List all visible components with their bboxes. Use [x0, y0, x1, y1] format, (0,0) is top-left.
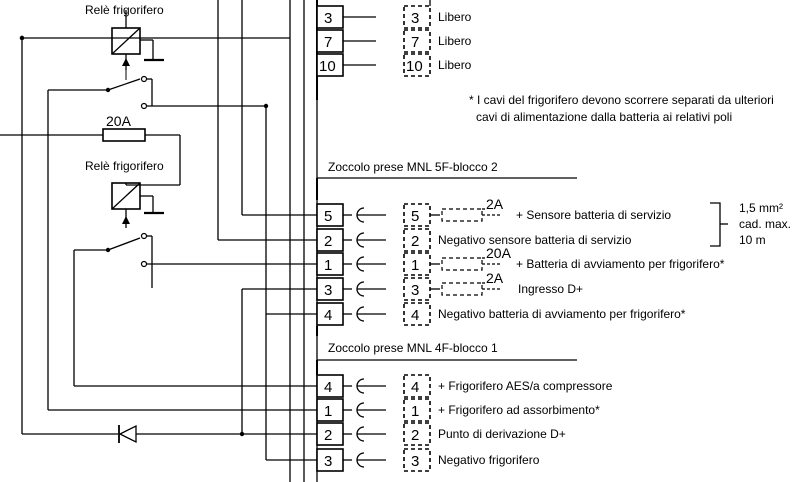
cable-spec-line-2: cad. max.	[739, 217, 791, 231]
terminal-pin: 5	[324, 208, 332, 225]
socket-box	[403, 302, 431, 326]
row-label: Ingresso D+	[518, 282, 583, 296]
socket-box	[403, 374, 431, 398]
cable-note: * I cavi del frigorifero devono scorrere…	[469, 93, 774, 124]
socket-box	[403, 448, 431, 472]
left-wiring-visible	[19, 0, 317, 461]
top-terminal-pin: 3	[324, 10, 332, 27]
socket-5f-title: Zoccolo prese MNL 5F-blocco 2	[328, 160, 498, 174]
terminal-pin: 3	[324, 282, 332, 299]
row-label: + Frigorifero ad assorbimento*	[438, 403, 600, 417]
top-relay: Relè frigorifero	[48, 3, 266, 110]
main-fuse: 20A	[0, 113, 181, 185]
top-terminal-pin: 7	[324, 34, 332, 51]
socket-pin: 5	[411, 208, 419, 225]
row-label: + Frigorifero AES/a compressore	[438, 379, 613, 393]
socket-box	[403, 228, 431, 252]
top-terminal-label: Libero	[438, 34, 472, 48]
fuse-icon	[441, 208, 483, 222]
socket_5f-row: 4 4 Negativo batteria di avviamento per fr…	[316, 302, 686, 326]
cable-spec: 1,5 mm² cad. max. 10 m	[710, 201, 791, 247]
top-relay-label: Relè frigorifero	[85, 3, 164, 17]
top-terminal-pin: 10	[319, 58, 336, 75]
bottom-relay-label: Relè frigorifero	[85, 159, 164, 173]
socket-pin: 1	[411, 403, 419, 420]
socket-4f-title: Zoccolo prese MNL 4F-blocco 1	[328, 341, 498, 355]
socket_4f-row: 3 3 Negativo frigorifero	[316, 448, 540, 472]
diode	[118, 424, 137, 444]
socket-pin: 4	[411, 307, 419, 324]
main-fuse-label: 20A	[106, 113, 132, 129]
socket-pin: 3	[411, 453, 419, 470]
fuse-icon	[441, 282, 483, 296]
top-terminal-label: Libero	[438, 10, 472, 24]
row-label: Negativo frigorifero	[438, 453, 540, 467]
row-label: Punto di derivazione D+	[438, 427, 566, 441]
fuse-icon	[441, 257, 483, 271]
socket_4f-row: 2 2 Punto di derivazione D+	[316, 422, 566, 446]
left-wiring	[19, 35, 25, 434]
row-label: + Batteria di avviamento per frigorifero…	[516, 257, 725, 271]
socket-pin: 2	[411, 427, 419, 444]
top-terminal-pin-right: 3	[411, 10, 419, 27]
row-label: Negativo sensore batteria di servizio	[438, 233, 632, 247]
socket_5f-row: 3 3 2A Ingresso D+	[316, 270, 583, 301]
socket_4f-row: 1 1 + Frigorifero ad assorbimento*	[316, 398, 600, 422]
socket-pin: 3	[411, 282, 419, 299]
socket-pin: 2	[411, 233, 419, 250]
terminal-pin: 2	[324, 233, 332, 250]
fuse-label: 2A	[486, 196, 504, 212]
bottom-relay: Relè frigorifero	[74, 159, 164, 288]
cable-spec-line-1: 1,5 mm²	[739, 201, 783, 215]
socket-4f-rows: 4 4 + Frigorifero AES/a compressore 1 1 + Fri…	[316, 374, 613, 472]
cable-spec-line-3: 10 m	[739, 233, 766, 247]
fuse-label: 2A	[486, 270, 504, 286]
terminal-pin: 1	[324, 403, 332, 420]
note-line-2: cavi di alimentazione dalla batteria ai …	[476, 110, 732, 124]
socket_5f-row: 5 5 2A + Sensore batteria di servizio	[316, 196, 671, 227]
top-terminal-block: 3 3 Libero 7 7 Libero 10 10 Libero	[316, 0, 472, 100]
socket_4f-row: 4 4 + Frigorifero AES/a compressore	[316, 374, 613, 398]
note-line-1: * I cavi del frigorifero devono scorrere…	[469, 93, 774, 107]
socket-pin: 4	[411, 379, 419, 396]
terminal-pin: 3	[324, 453, 332, 470]
socket-4f: Zoccolo prese MNL 4F-blocco 1	[316, 341, 577, 375]
socket_5f-row: 1 1 20A + Batteria di avviamento per frigor…	[316, 245, 725, 276]
socket-pin: 1	[411, 257, 419, 274]
terminal-pin: 2	[324, 427, 332, 444]
socket_5f-row: 2 2 Negativo sensore batteria di servizio	[316, 228, 632, 252]
socket-box	[403, 398, 431, 422]
terminal-pin: 4	[324, 379, 332, 396]
fuse-label: 20A	[486, 245, 512, 261]
row-label: Negativo batteria di avviamento per frig…	[438, 307, 686, 321]
socket-5f: Zoccolo prese MNL 5F-blocco 2	[316, 160, 577, 200]
terminal-pin: 4	[324, 307, 332, 324]
top-terminal-pin-right: 10	[406, 58, 423, 75]
row-label: + Sensore batteria di servizio	[516, 208, 671, 222]
socket-box	[403, 422, 431, 446]
terminal-pin: 1	[324, 257, 332, 274]
top-terminal-label: Libero	[438, 58, 472, 72]
top-terminal-pin-right: 7	[411, 34, 419, 51]
